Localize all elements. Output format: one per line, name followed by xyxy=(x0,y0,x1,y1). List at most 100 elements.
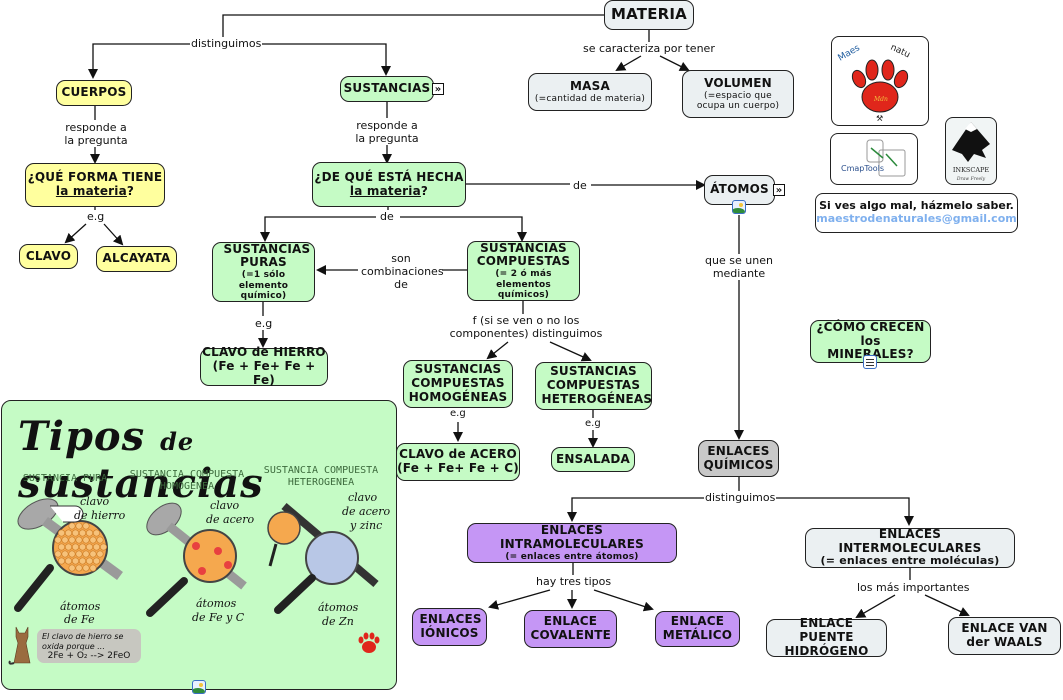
node-sustancias-compuestas[interactable]: SUSTANCIAS COMPUESTAS (= 2 ó más element… xyxy=(467,241,580,301)
link-f-homog xyxy=(486,341,509,360)
panel-col3-atoms-1: átomos xyxy=(318,601,359,614)
node-que-forma-underline: la materia xyxy=(55,184,127,198)
link-label-distinguimos-enlaces: distinguimos xyxy=(704,491,777,505)
link-caracteriza-volumen xyxy=(659,55,690,71)
node-covalente[interactable]: ENLACE COVALENTE xyxy=(524,610,617,648)
link-de-compuestas xyxy=(400,216,527,242)
node-clavo[interactable]: CLAVO xyxy=(19,244,78,269)
speech-equation: 2Fe + O₂ --> 2FeO xyxy=(47,651,131,662)
maestro-naturales-logo[interactable]: Maes natu Mdn ⚒ xyxy=(831,36,929,126)
node-ensalada[interactable]: ENSALADA xyxy=(551,447,635,472)
inkscape-logo[interactable]: INKSCAPE Draw Freely xyxy=(945,117,997,185)
link-distinguimos-cuerpos xyxy=(88,43,190,79)
link-distinguimos-intra xyxy=(567,497,704,522)
link-label-responde-a-2: responde a la pregunta xyxy=(353,119,421,146)
cmaptools-text: CmapTools xyxy=(841,164,884,173)
expand-atomos-icon[interactable]: » xyxy=(773,184,785,196)
node-homogeneas[interactable]: SUSTANCIAS COMPUESTAS HOMOGÉNEAS xyxy=(403,360,513,408)
node-como-crecen[interactable]: ¿CÓMO CRECEN los MINERALES? xyxy=(810,320,931,363)
panel-col3-pointer-3: y zinc xyxy=(350,519,383,532)
inkscape-icon: INKSCAPE Draw Freely xyxy=(952,122,990,182)
panel-col2-atoms-1: átomos xyxy=(196,597,237,610)
node-heterogeneas[interactable]: SUSTANCIAS COMPUESTAS HETEROGÉNEAS xyxy=(535,362,652,410)
atom-dot xyxy=(86,529,94,537)
panel-col1-atoms-2: de Fe xyxy=(64,613,95,626)
node-volumen[interactable]: VOLUMEN (=espacio que ocupa un cuerpo) xyxy=(682,70,794,118)
atom-dot xyxy=(82,564,90,572)
node-que-forma-tail: ? xyxy=(126,184,135,198)
node-puras-label: SUSTANCIAS PURAS xyxy=(223,241,311,270)
atom-dot xyxy=(82,536,90,544)
link-tipos-ionicos xyxy=(488,589,551,610)
small-paw-logo-icon xyxy=(358,632,380,653)
node-alcayata[interactable]: ALCAYATA xyxy=(96,246,177,272)
panel-col2-pointer-1: clavo xyxy=(210,499,240,512)
panel-col1-pointer-2: de hierro xyxy=(74,509,126,522)
cmaptools-logo[interactable]: CmapTools xyxy=(830,133,918,185)
tipos-de-sustancias-image[interactable]: Tipos de sustancias SUSTANCIA PURA SUSTA… xyxy=(1,400,397,690)
node-metalico-label: ENLACE METÁLICO xyxy=(662,614,733,642)
node-clavo-acero-label: CLAVO de ACERO xyxy=(399,447,517,462)
node-metalico[interactable]: ENLACE METÁLICO xyxy=(655,611,740,647)
node-cuerpos[interactable]: CUERPOS xyxy=(56,80,132,106)
link-importantes-puente xyxy=(855,594,896,619)
node-homogeneas-label: SUSTANCIAS COMPUESTAS HOMOGÉNEAS xyxy=(408,362,508,404)
node-enlaces-quimicos[interactable]: ENLACES QUÍMICOS xyxy=(698,440,779,477)
atom-dot xyxy=(96,550,104,558)
svg-text:natu: natu xyxy=(889,43,912,61)
expand-sustancias-icon[interactable]: » xyxy=(432,83,444,95)
node-alcayata-label: ALCAYATA xyxy=(102,251,171,266)
node-cuerpos-label: CUERPOS xyxy=(61,85,127,100)
magnifier-heterogeneous-illustration xyxy=(267,502,379,614)
node-clavo-label: CLAVO xyxy=(25,248,72,263)
node-masa[interactable]: MASA (=cantidad de materia) xyxy=(528,73,652,111)
node-de-que-tail: ? xyxy=(420,183,429,198)
node-de-que-esta-hecha[interactable]: ¿DE QUÉ ESTÁ HECHA la materia? xyxy=(312,162,466,207)
link-distinguimos-sustancias xyxy=(262,43,391,76)
node-sustancias-label: SUSTANCIAS xyxy=(343,81,431,96)
contact-email-link[interactable]: maestrodenaturales@gmail.com xyxy=(816,212,1017,225)
node-volumen-label: VOLUMEN xyxy=(704,75,772,90)
panel-col2-pointer-2: de acero xyxy=(206,513,255,526)
node-van-der-waals[interactable]: ENLACE VAN der WAALS xyxy=(948,617,1061,655)
node-sustancias[interactable]: SUSTANCIAS xyxy=(340,76,434,102)
link-label-de-2: de xyxy=(379,210,395,224)
contact-box[interactable]: Si ves algo mal, házmelo saber. maestrod… xyxy=(815,193,1018,233)
panel-col3-pointer-2: de acero xyxy=(342,505,391,518)
link-label-hay-tres-tipos: hay tres tipos xyxy=(535,575,613,589)
link-label-responde-a: responde a la pregunta xyxy=(62,121,130,148)
node-que-forma-label: ¿QUÉ FORMA TIENE xyxy=(27,170,163,185)
node-que-forma-tiene[interactable]: ¿QUÉ FORMA TIENE la materia? xyxy=(25,163,165,207)
node-sustancias-puras[interactable]: SUSTANCIAS PURAS (=1 sólo elemento quími… xyxy=(212,242,315,302)
atom-dot xyxy=(79,529,87,537)
atom-dot xyxy=(68,550,76,558)
svg-text:⚒: ⚒ xyxy=(876,114,883,123)
paw-icon: Maes natu Mdn ⚒ xyxy=(837,43,912,123)
node-compuestas-sub: (= 2 ó más elementos químicos) xyxy=(495,269,552,300)
node-clavo-acero[interactable]: CLAVO de ACERO (Fe + Fe+ Fe + C) xyxy=(396,443,520,481)
node-clavo-hierro[interactable]: CLAVO de HIERRO (Fe + Fe+ Fe + Fe) xyxy=(200,346,328,387)
speech-text: El clavo de hierro se oxida porque ... xyxy=(42,632,124,651)
panel-col3-atoms-2: de Zn xyxy=(322,615,354,628)
logo-arc-text: Maes xyxy=(837,43,863,64)
node-puente-hidrogeno[interactable]: ENLACE PUENTE HIDRÓGENO xyxy=(766,616,887,658)
panel-col2-header: SUSTANCIA COMPUESTA HOMOGENEA xyxy=(129,469,245,492)
node-intermoleculares[interactable]: ENLACES INTERMOLECULARES (= enlaces entr… xyxy=(805,527,1015,568)
link-importantes-vdw xyxy=(924,594,970,617)
panel-col1-header: SUSTANCIA PURA xyxy=(22,473,108,484)
atom-dot xyxy=(75,564,83,572)
image-attachment-icon[interactable] xyxy=(732,200,746,214)
panel-col1-atoms-1: átomos xyxy=(60,600,101,613)
node-ionicos[interactable]: ENLACES IÓNICOS xyxy=(412,608,487,646)
atom-dot xyxy=(68,522,76,530)
atom-dot xyxy=(93,529,101,537)
node-enlaces-quimicos-label: ENLACES QUÍMICOS xyxy=(703,443,774,472)
node-materia[interactable]: MATERIA xyxy=(604,0,694,30)
atom-dot xyxy=(75,550,83,558)
node-intramoleculares[interactable]: ENLACES INTRAMOLECULARES (= enlaces entr… xyxy=(467,523,677,563)
link-caracteriza-masa xyxy=(615,55,642,72)
atom-dot xyxy=(96,536,104,544)
panel-image-attachment-icon[interactable] xyxy=(192,680,206,694)
document-attachment-icon[interactable] xyxy=(863,355,877,369)
panel-title-tipos: Tipos xyxy=(18,413,146,460)
